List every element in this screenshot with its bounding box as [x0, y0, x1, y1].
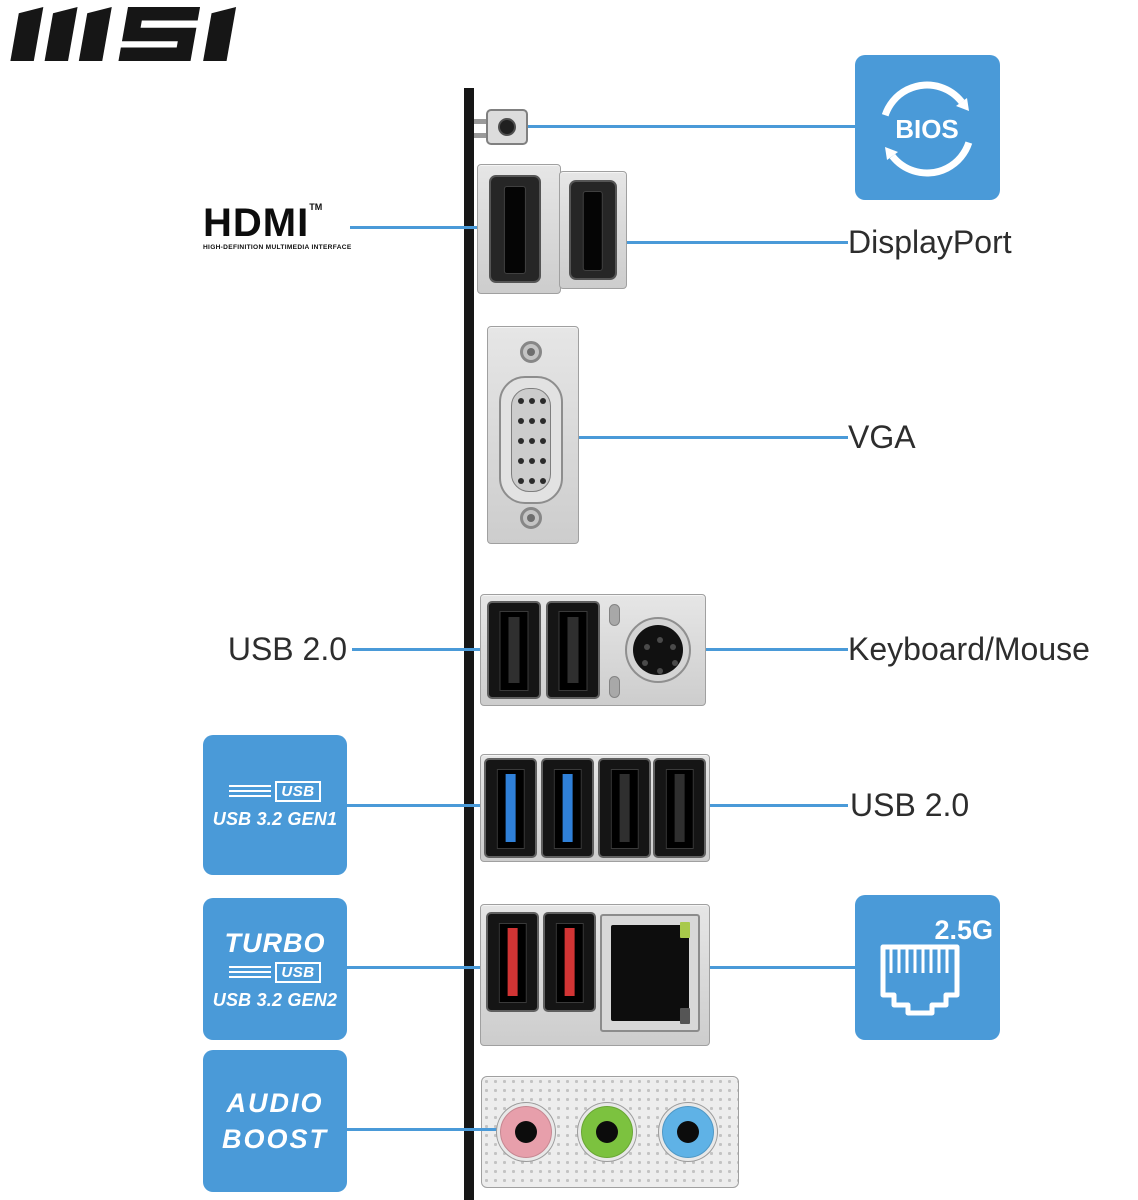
- flash-bios-button: [486, 109, 528, 145]
- hdmi-port: [489, 175, 541, 283]
- callout-line-lan: [640, 966, 855, 969]
- ps2-port: [625, 617, 691, 683]
- keyboard-mouse-label: Keyboard/Mouse: [848, 631, 1090, 667]
- lan-icon-label: 2.5G: [934, 915, 993, 945]
- turbo-usb-port-2: [543, 912, 596, 1012]
- bios-flash-icon: BIOS: [855, 55, 1000, 205]
- usb20-right-label: USB 2.0: [850, 787, 970, 823]
- usb-tag: USB: [275, 961, 321, 983]
- displayport-port: [569, 180, 617, 280]
- usb-logo: USB: [229, 961, 321, 983]
- usb3-port-1: [484, 758, 537, 858]
- usb2-port-1: [487, 601, 541, 699]
- bios-icon-label: BIOS: [895, 114, 959, 144]
- flash-bios-button-cap: [498, 118, 516, 136]
- turbo-usb-port-1: [486, 912, 539, 1012]
- bracket-slot-top: [609, 604, 620, 626]
- lan-led-top: [680, 922, 690, 938]
- usb3-port-2: [541, 758, 594, 858]
- audio-badge-line1: AUDIO: [226, 1088, 324, 1118]
- hdmi-tm-mark: TM: [309, 202, 323, 212]
- callout-line-usb20-right: [660, 804, 848, 807]
- callout-line-hdmi: [350, 226, 500, 229]
- vga-port-inset: [511, 388, 551, 492]
- lan-port-inset: [611, 925, 689, 1021]
- callout-line-vga: [532, 436, 848, 439]
- line-in-jack: [659, 1103, 717, 1161]
- callout-line-displayport: [590, 241, 848, 244]
- displayport-label: DisplayPort: [848, 224, 1012, 260]
- flash-button-pins: [474, 119, 486, 124]
- vga-port: [499, 376, 563, 504]
- callout-line-bios: [505, 125, 855, 128]
- usb-tag: USB: [275, 780, 321, 802]
- line-out-jack: [578, 1103, 636, 1161]
- vga-screw-top: [520, 341, 542, 363]
- callout-line-usb20-left: [352, 648, 517, 651]
- vga-label: VGA: [848, 419, 916, 455]
- callout-line-gen1: [347, 804, 517, 807]
- usb2-port-2: [546, 601, 600, 699]
- usb20-left-label: USB 2.0: [227, 631, 347, 667]
- ps2-pin-holes: [657, 637, 663, 643]
- audio-badge-line2: BOOST: [221, 1124, 328, 1154]
- ps2-port-inset: [633, 625, 683, 675]
- speed-lines-icon: [229, 966, 272, 978]
- usb-logo: USB: [229, 780, 321, 802]
- usb2-port-4: [653, 758, 706, 858]
- bracket-slot-bottom: [609, 676, 620, 698]
- callout-line-audio: [347, 1128, 537, 1131]
- gen1-badge-label: USB 3.2 GEN1: [212, 808, 338, 829]
- usb2-port-3: [598, 758, 651, 858]
- hdmi-logo: HDMITM HIGH-DEFINITION MULTIMEDIA INTERF…: [203, 201, 353, 251]
- usb32-gen1-badge: USB USB 3.2 GEN1: [203, 735, 347, 875]
- gen2-badge-label: USB 3.2 GEN2: [212, 989, 338, 1010]
- msi-logo-icon: [10, 6, 237, 62]
- vga-pin-holes: [529, 438, 535, 444]
- turbo-usb-badge: TURBO USB USB 3.2 GEN2: [203, 898, 347, 1040]
- lan-led-bottom: [680, 1008, 690, 1024]
- io-panel-edge: [464, 88, 474, 1200]
- lan-port: [600, 914, 700, 1032]
- turbo-wordmark: TURBO: [224, 927, 326, 958]
- speed-lines-icon: [229, 785, 272, 797]
- callout-line-keyboard-mouse: [650, 648, 848, 651]
- mic-jack: [497, 1103, 555, 1161]
- lan-25g-icon: 2.5G: [855, 895, 1000, 1045]
- hdmi-subtitle: HIGH-DEFINITION MULTIMEDIA INTERFACE: [203, 244, 352, 251]
- audio-boost-badge: AUDIO BOOST: [203, 1050, 347, 1192]
- vga-screw-bottom: [520, 507, 542, 529]
- callout-line-gen2: [347, 966, 517, 969]
- hdmi-wordmark: HDMI: [203, 201, 310, 245]
